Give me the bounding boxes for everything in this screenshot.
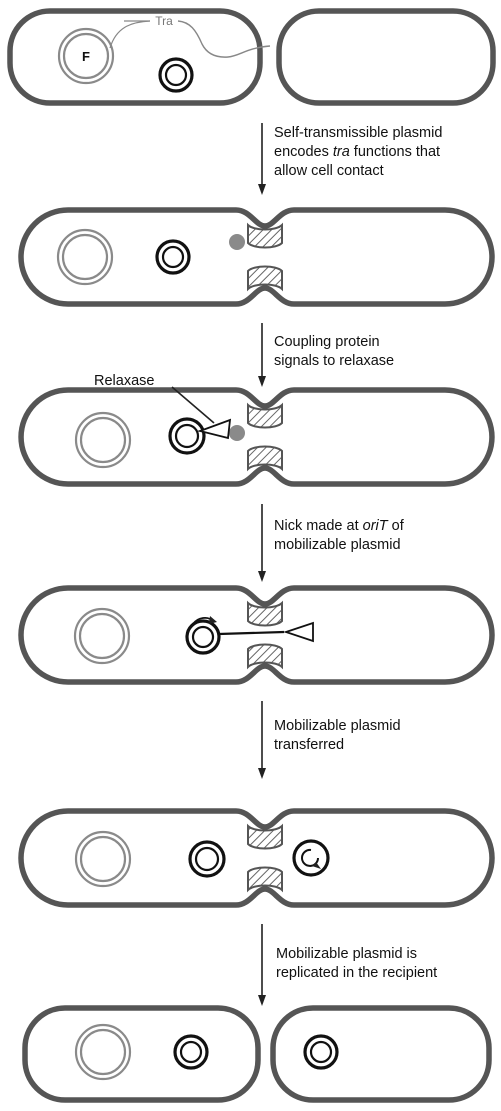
coupling-protein bbox=[229, 425, 245, 441]
step-arrow-1 bbox=[258, 123, 266, 195]
stage-2 bbox=[21, 210, 492, 304]
step-caption-3: Nick made at oriT of mobilizable plasmid bbox=[274, 518, 408, 553]
step-arrow-5 bbox=[258, 924, 266, 1006]
mating-pair-cells bbox=[21, 588, 492, 682]
f-plasmid-label: F bbox=[82, 49, 90, 64]
stage-5 bbox=[21, 811, 492, 905]
relaxase-label: Relaxase bbox=[94, 373, 154, 389]
coupling-protein bbox=[229, 234, 245, 250]
step-caption-5: Mobilizable plasmid is replicated in the… bbox=[276, 946, 437, 981]
mating-pair-cells bbox=[21, 390, 492, 484]
stage-1: F Tra bbox=[10, 11, 493, 103]
stage-3: Relaxase bbox=[21, 373, 492, 484]
donor-cell bbox=[25, 1008, 258, 1100]
mating-pair-cells bbox=[21, 811, 492, 905]
step-arrow-2 bbox=[258, 323, 266, 387]
step-arrow-4 bbox=[258, 701, 266, 779]
step-arrow-3 bbox=[258, 504, 266, 582]
step-caption-2: Coupling protein signals to relaxase bbox=[274, 334, 394, 369]
mating-pair-cells bbox=[21, 210, 492, 304]
stage-4 bbox=[21, 588, 492, 682]
recipient-cell bbox=[279, 11, 493, 103]
step-caption-4: Mobilizable plasmid transferred bbox=[274, 718, 405, 753]
stage-6 bbox=[25, 1008, 489, 1100]
tra-label: Tra bbox=[155, 14, 173, 28]
step-caption-1: Self-transmissible plasmid encodes tra f… bbox=[274, 125, 446, 179]
